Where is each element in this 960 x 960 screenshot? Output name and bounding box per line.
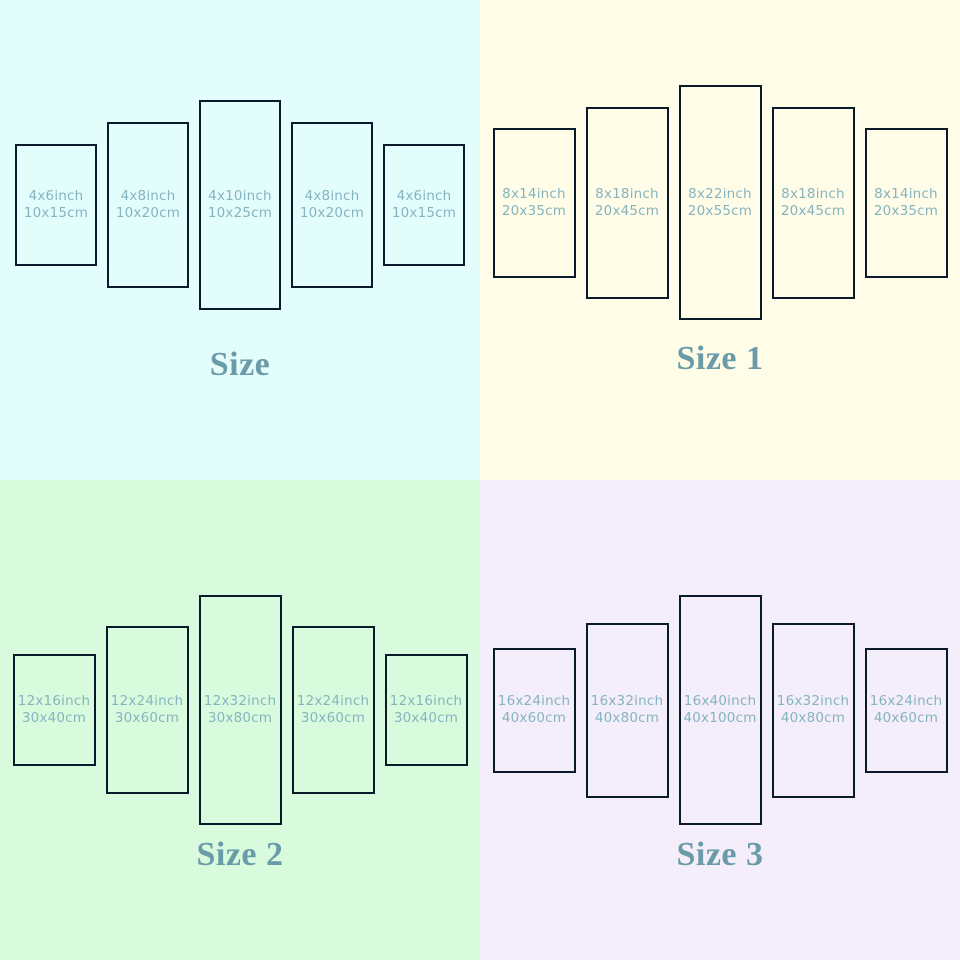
canvas-panel: 16x32inch 40x80cm xyxy=(585,622,669,798)
panel-size-inch: 16x24inch xyxy=(497,693,571,709)
panel-size-inch: 4x6inch xyxy=(28,188,84,204)
panel-size-label: 8x18inch 20x45cm xyxy=(595,186,659,220)
canvas-panel: 12x16inch 30x40cm xyxy=(384,654,468,766)
panel-size-inch: 12x24inch xyxy=(296,693,370,709)
canvas-panel: 12x24inch 30x60cm xyxy=(291,626,375,794)
canvas-panel: 8x18inch 20x45cm xyxy=(585,106,669,299)
panel-size-inch: 8x18inch xyxy=(781,185,845,202)
panel-size-inch: 8x22inch xyxy=(688,185,752,202)
canvas-panel: 16x32inch 40x80cm xyxy=(771,622,855,798)
canvas-panel: 16x24inch 40x60cm xyxy=(864,647,948,773)
panel-size-label: 16x32inch 40x80cm xyxy=(777,693,849,727)
panel-size-cm: 10x15cm xyxy=(23,205,89,221)
panel-size-cm: 40x60cm xyxy=(873,710,939,726)
group-title: Size xyxy=(209,346,271,383)
panel-row: 4x6inch 10x15cm 4x8inch 10x20cm 4x10inch… xyxy=(0,100,480,310)
panel-size-label: 12x24inch 30x60cm xyxy=(297,693,369,727)
canvas-panel: 12x16inch 30x40cm xyxy=(12,654,96,766)
panel-size-cm: 40x80cm xyxy=(594,710,660,726)
size-group-size: 4x6inch 10x15cm 4x8inch 10x20cm 4x10inch… xyxy=(0,0,480,480)
panel-size-cm: 10x25cm xyxy=(207,205,273,221)
panel-size-inch: 12x24inch xyxy=(110,693,184,709)
panel-size-label: 8x22inch 20x55cm xyxy=(688,186,752,220)
canvas-panel: 16x40inch 40x100cm xyxy=(678,595,762,825)
group-title: Size 2 xyxy=(196,836,284,873)
panel-size-inch: 4x10inch xyxy=(208,188,272,204)
canvas-panel: 4x6inch 10x15cm xyxy=(15,144,97,266)
panel-size-inch: 4x8inch xyxy=(304,188,360,204)
panel-size-cm: 10x15cm xyxy=(391,205,457,221)
panel-size-inch: 12x16inch xyxy=(389,693,463,709)
group-title: Size 1 xyxy=(676,340,764,377)
panel-size-cm: 30x80cm xyxy=(207,710,273,726)
panel-size-inch: 8x14inch xyxy=(874,185,938,202)
panel-size-cm: 20x35cm xyxy=(873,202,939,219)
panel-size-label: 16x24inch 40x60cm xyxy=(498,693,570,727)
panel-size-inch: 4x8inch xyxy=(120,188,176,204)
panel-size-label: 12x16inch 30x40cm xyxy=(18,693,90,727)
panel-size-inch: 16x32inch xyxy=(590,693,664,709)
panel-size-inch: 8x18inch xyxy=(595,185,659,202)
panel-row: 12x16inch 30x40cm 12x24inch 30x60cm 12x3… xyxy=(0,595,480,825)
panel-size-label: 16x24inch 40x60cm xyxy=(870,693,942,727)
panel-size-inch: 16x24inch xyxy=(869,693,943,709)
panel-size-cm: 30x40cm xyxy=(21,710,87,726)
panel-size-inch: 8x14inch xyxy=(502,185,566,202)
canvas-panel: 12x32inch 30x80cm xyxy=(198,595,282,825)
panel-size-cm: 30x60cm xyxy=(114,710,180,726)
canvas-panel: 4x8inch 10x20cm xyxy=(291,122,373,288)
panel-size-label: 4x8inch 10x20cm xyxy=(116,188,180,222)
canvas-panel: 4x8inch 10x20cm xyxy=(107,122,189,288)
panel-size-cm: 40x60cm xyxy=(501,710,567,726)
canvas-panel: 8x18inch 20x45cm xyxy=(771,106,855,299)
panel-size-label: 4x8inch 10x20cm xyxy=(300,188,364,222)
panel-size-label: 4x6inch 10x15cm xyxy=(392,188,456,222)
panel-size-cm: 20x45cm xyxy=(780,202,846,219)
panel-size-label: 8x18inch 20x45cm xyxy=(781,186,845,220)
panel-size-label: 4x10inch 10x25cm xyxy=(208,188,272,222)
canvas-panel: 8x14inch 20x35cm xyxy=(864,127,948,278)
canvas-panel: 8x14inch 20x35cm xyxy=(492,127,576,278)
panel-size-label: 16x32inch 40x80cm xyxy=(591,693,663,727)
panel-size-cm: 40x80cm xyxy=(780,710,846,726)
panel-size-inch: 12x32inch xyxy=(203,693,277,709)
panel-size-cm: 20x55cm xyxy=(687,202,753,219)
panel-size-inch: 4x6inch xyxy=(396,188,452,204)
size-group-size-3: 16x24inch 40x60cm 16x32inch 40x80cm 16x4… xyxy=(480,480,960,960)
canvas-panel: 4x6inch 10x15cm xyxy=(383,144,465,266)
panel-size-label: 8x14inch 20x35cm xyxy=(502,186,566,220)
panel-size-cm: 10x20cm xyxy=(299,205,365,221)
panel-size-label: 12x16inch 30x40cm xyxy=(390,693,462,727)
panel-size-label: 4x6inch 10x15cm xyxy=(24,188,88,222)
canvas-panel: 4x10inch 10x25cm xyxy=(199,100,281,310)
group-title: Size 3 xyxy=(676,836,764,873)
panel-size-cm: 30x60cm xyxy=(300,710,366,726)
panel-size-inch: 16x32inch xyxy=(776,693,850,709)
panel-size-inch: 12x16inch xyxy=(17,693,91,709)
panel-size-inch: 16x40inch xyxy=(683,693,757,709)
panel-size-cm: 20x35cm xyxy=(501,202,567,219)
canvas-panel: 12x24inch 30x60cm xyxy=(105,626,189,794)
panel-size-cm: 30x40cm xyxy=(393,710,459,726)
size-group-size-1: 8x14inch 20x35cm 8x18inch 20x45cm 8x22in… xyxy=(480,0,960,480)
panel-size-cm: 20x45cm xyxy=(594,202,660,219)
panel-size-label: 12x32inch 30x80cm xyxy=(204,693,276,727)
panel-size-cm: 40x100cm xyxy=(683,710,757,726)
panel-row: 16x24inch 40x60cm 16x32inch 40x80cm 16x4… xyxy=(480,595,960,825)
panel-row: 8x14inch 20x35cm 8x18inch 20x45cm 8x22in… xyxy=(480,85,960,320)
canvas-panel: 16x24inch 40x60cm xyxy=(492,647,576,773)
canvas-panel: 8x22inch 20x55cm xyxy=(678,85,762,320)
panel-size-cm: 10x20cm xyxy=(115,205,181,221)
panel-size-label: 8x14inch 20x35cm xyxy=(874,186,938,220)
size-group-size-2: 12x16inch 30x40cm 12x24inch 30x60cm 12x3… xyxy=(0,480,480,960)
panel-size-label: 16x40inch 40x100cm xyxy=(683,693,756,727)
panel-size-label: 12x24inch 30x60cm xyxy=(111,693,183,727)
